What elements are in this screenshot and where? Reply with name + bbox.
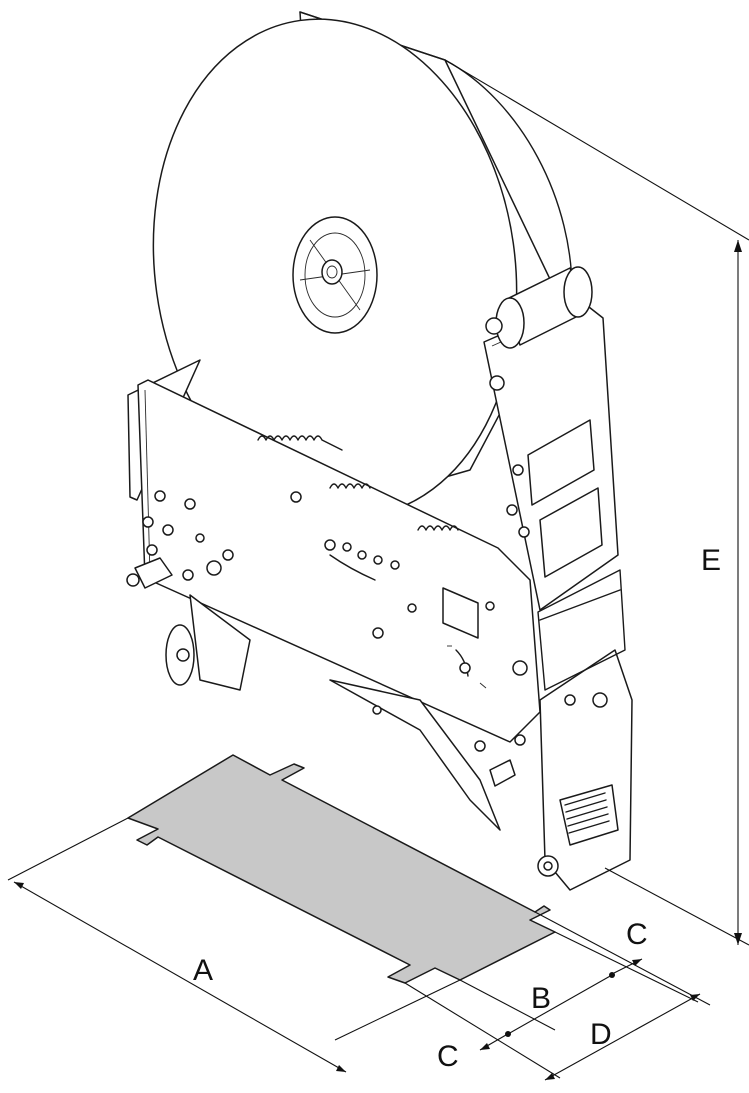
adjustment-knob-left bbox=[126, 557, 173, 589]
adjustment-lever bbox=[447, 645, 487, 689]
dimension-label-b: B bbox=[531, 982, 551, 1015]
mounting-holes bbox=[142, 490, 528, 746]
applicator-head bbox=[537, 569, 633, 891]
dimension-label-a: A bbox=[193, 954, 213, 987]
roll-hub bbox=[292, 216, 378, 334]
tension-springs bbox=[257, 435, 459, 531]
dimension-lines bbox=[7, 59, 749, 1081]
guide-roller bbox=[485, 266, 593, 349]
display-window bbox=[442, 587, 479, 639]
dimension-label-d: D bbox=[590, 1018, 612, 1051]
dispenser-arm bbox=[483, 266, 619, 611]
dimension-label-c-upper: C bbox=[626, 918, 648, 951]
lower-assembly bbox=[165, 569, 633, 891]
label-outline bbox=[127, 754, 556, 984]
dimension-label-c-lower: C bbox=[437, 1040, 459, 1073]
main-frame-plate bbox=[126, 359, 541, 746]
dimension-label-e: E bbox=[701, 544, 721, 577]
